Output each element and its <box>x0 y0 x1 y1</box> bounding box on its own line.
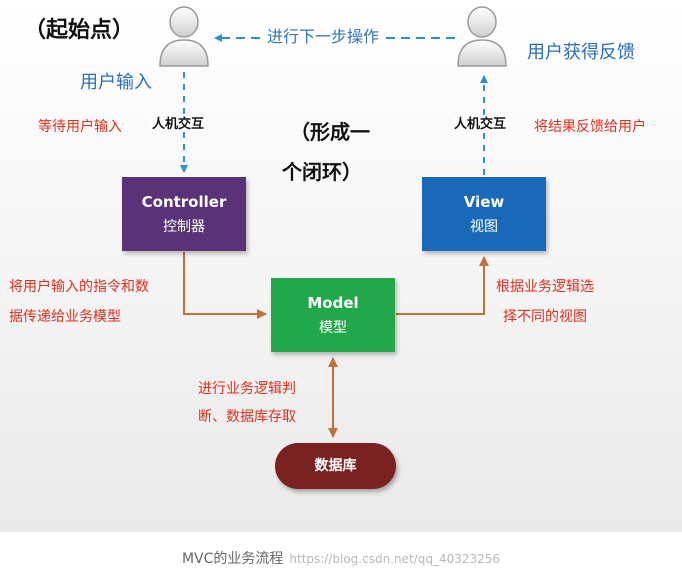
user-icon <box>159 6 209 67</box>
view-box: View 视图 <box>422 177 546 251</box>
view-title: View <box>463 192 505 211</box>
figure-caption: MVC的业务流程 https://blog.csdn.net/qq_4032325… <box>0 548 682 568</box>
database-box: 数据库 <box>275 443 396 489</box>
caption-title: MVC的业务流程 <box>181 551 284 567</box>
model-subtitle: 模型 <box>319 319 347 336</box>
select-view-line1: 根据业务逻辑选 <box>496 279 594 295</box>
logic-line2: 断、数据库存取 <box>198 409 296 425</box>
user-input-label: 用户输入 <box>80 72 152 93</box>
closed-loop-line1: （形成一 <box>290 120 370 144</box>
wait-input-label: 等待用户输入 <box>38 119 122 135</box>
controller-box: Controller 控制器 <box>122 177 246 251</box>
controller-title: Controller <box>141 192 227 211</box>
watermark-url: https://blog.csdn.net/qq_40323256 <box>289 552 501 566</box>
controller-to-model-arrow <box>183 252 267 319</box>
controller-subtitle: 控制器 <box>163 218 205 235</box>
logic-line1: 进行业务逻辑判 <box>198 381 296 397</box>
database-title: 数据库 <box>314 458 357 474</box>
view-subtitle: 视图 <box>470 218 498 235</box>
hci-right-label: 人机交互 <box>452 117 509 132</box>
next-step-label: 进行下一步操作 <box>263 29 384 45</box>
to-model-line1: 将用户输入的指令和数 <box>9 279 149 295</box>
to-model-line2: 据传递给业务模型 <box>9 309 121 325</box>
closed-loop-line2: 个闭环） <box>282 160 362 184</box>
model-title: Model <box>307 293 359 312</box>
hci-left-label: 人机交互 <box>150 117 207 132</box>
user-feedback-label: 用户获得反馈 <box>527 42 635 63</box>
select-view-line2: 择不同的视图 <box>503 309 587 325</box>
user-icon <box>457 6 507 67</box>
model-to-view-arrow <box>396 256 489 315</box>
return-feedback-label: 将结果反馈给用户 <box>534 119 646 135</box>
diagram-connectors <box>159 6 507 438</box>
model-box: Model 模型 <box>271 278 395 352</box>
start-point-label: （起始点） <box>24 18 135 43</box>
